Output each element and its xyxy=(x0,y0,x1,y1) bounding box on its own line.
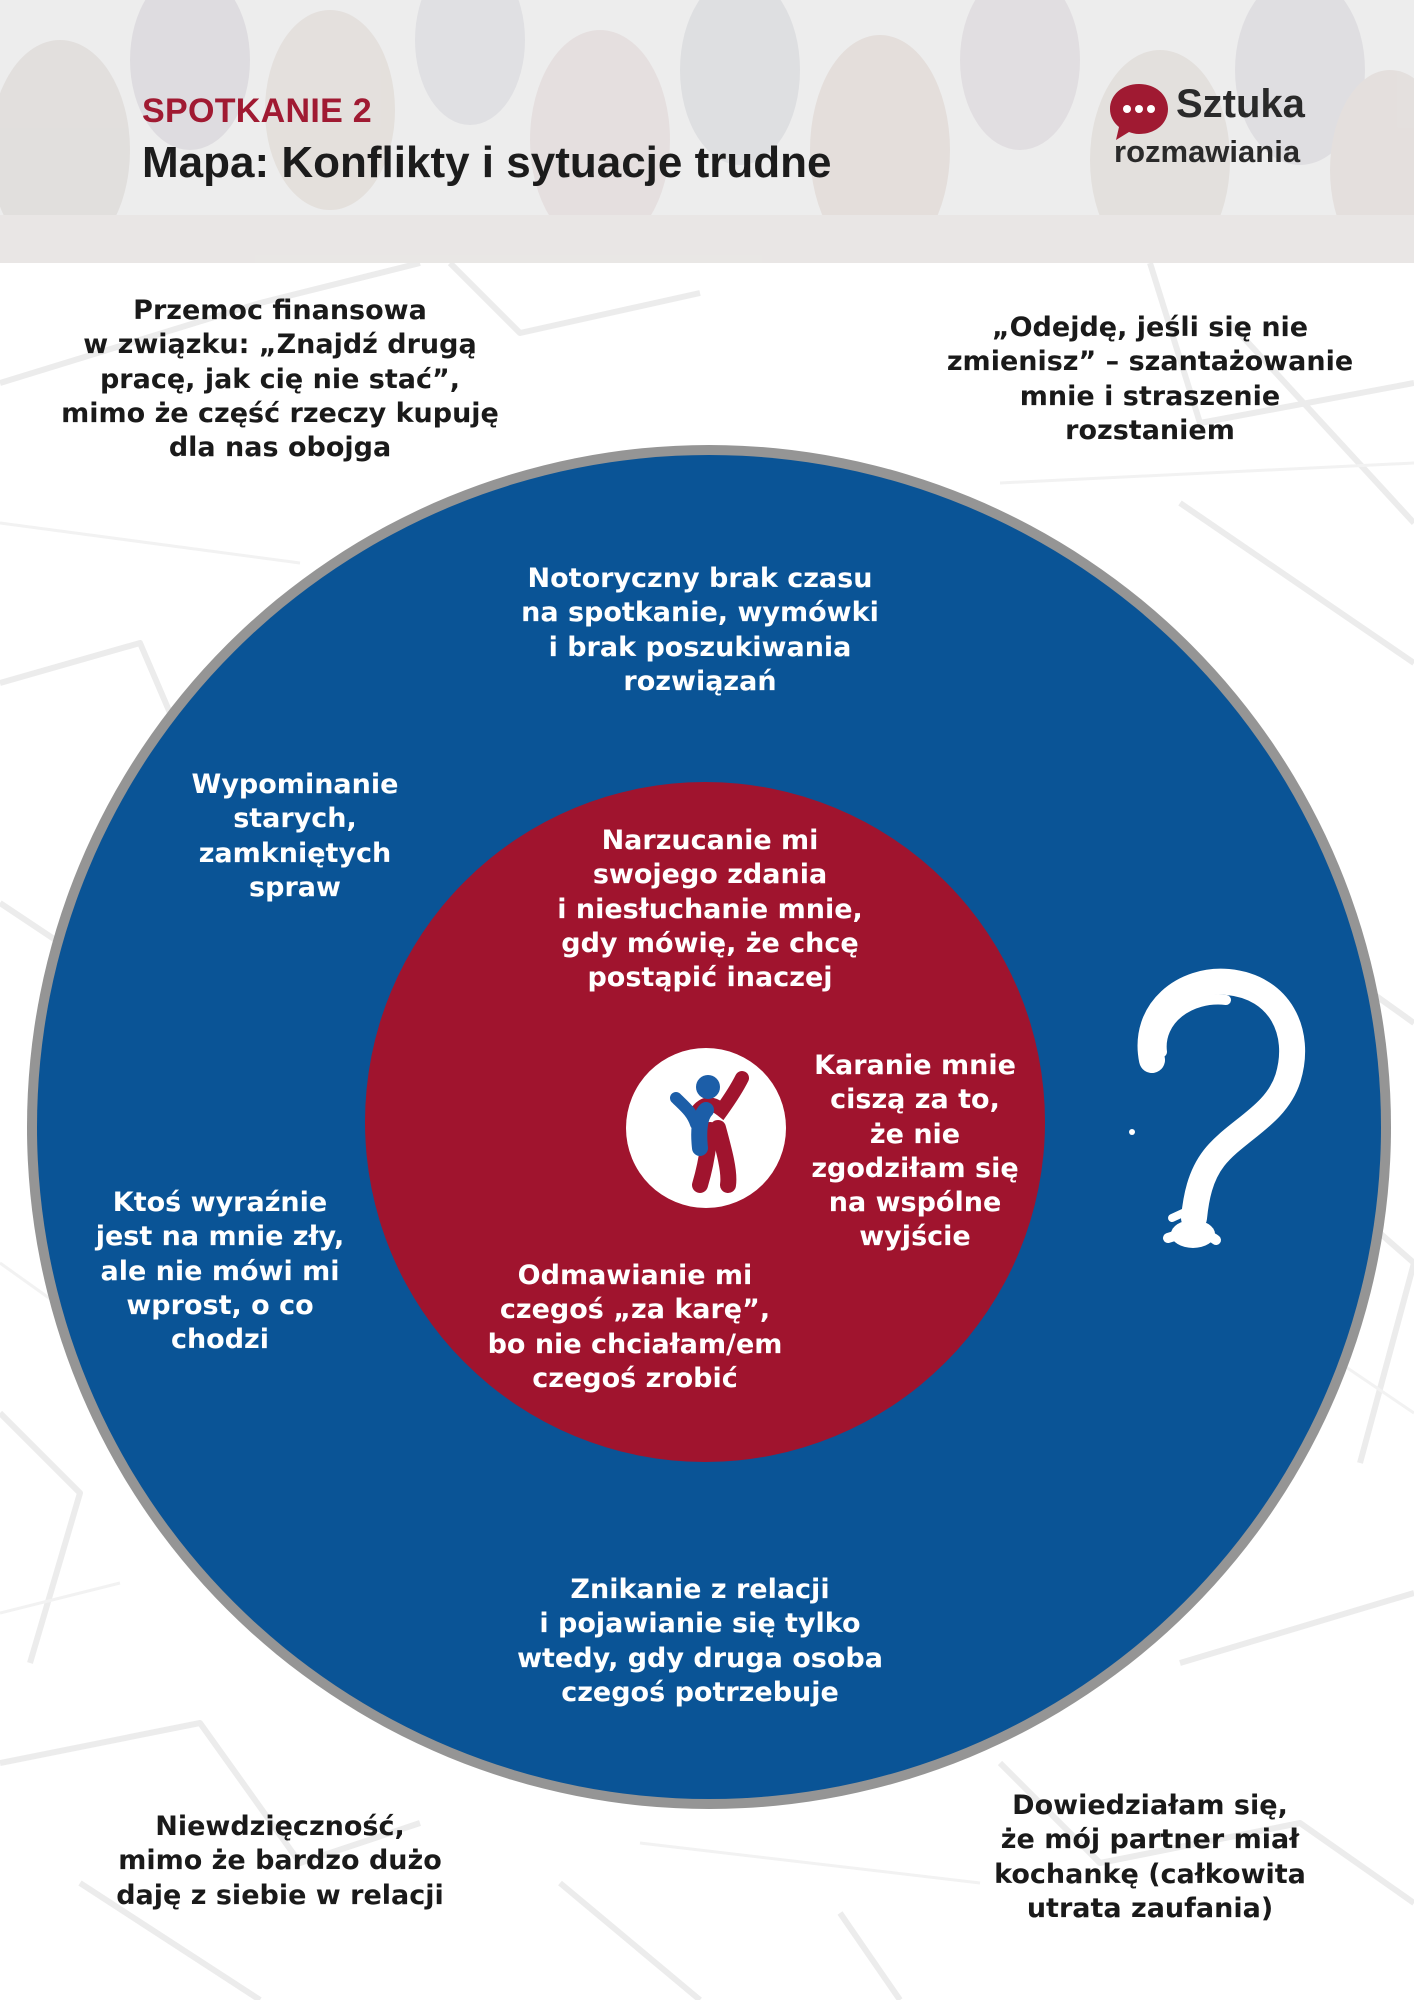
person-icon xyxy=(670,1071,749,1193)
header-background-silhouettes xyxy=(0,0,1414,263)
header-subtitle: SPOTKANIE 2 xyxy=(142,92,373,130)
label-financial-abuse: Przemoc finansowa w związku: „Znajdź dru… xyxy=(61,295,499,464)
label-no-time: Notoryczny brak czasu na spotkanie, wymó… xyxy=(521,563,879,697)
label-disappearing: Znikanie z relacji i pojawianie się tylk… xyxy=(517,1574,883,1708)
label-blackmail-breakup: „Odejdę, jeśli się nie zmienisz” – szant… xyxy=(946,312,1354,446)
label-silent-treatment: Karanie mnie ciszą za to, że nie zgodził… xyxy=(811,1050,1019,1253)
question-mark-speck xyxy=(1129,1129,1135,1135)
question-mark-dot xyxy=(1171,1220,1215,1248)
header: SPOTKANIE 2 Mapa: Konflikty i sytuacje t… xyxy=(0,0,1414,263)
logo-text-line2: rozmawiania xyxy=(1114,134,1301,169)
logo-text-line1: Sztuka xyxy=(1176,82,1305,126)
label-ingratitude: Niewdzięczność, mimo że bardzo dużo daję… xyxy=(116,1811,444,1911)
page-title: Mapa: Konflikty i sytuacje trudne xyxy=(142,138,832,187)
label-betrayal: Dowiedziałam się, że mój partner miał ko… xyxy=(994,1790,1306,1924)
label-imposing-opinion: Narzucanie mi swojego zdania i niesłucha… xyxy=(557,825,863,994)
label-refusing-punishment: Odmawianie mi czegoś „za karę”, bo nie c… xyxy=(487,1260,783,1394)
street-map-background xyxy=(0,263,1414,2000)
logo: Sztuka rozmawiania xyxy=(1108,82,1338,172)
label-old-matters: Wypominanie starych, zamkniętych spraw xyxy=(191,769,399,903)
label-silent-anger: Ktoś wyraźnie jest na mnie zły, ale nie … xyxy=(95,1187,345,1356)
speech-bubble-icon xyxy=(1110,84,1168,140)
